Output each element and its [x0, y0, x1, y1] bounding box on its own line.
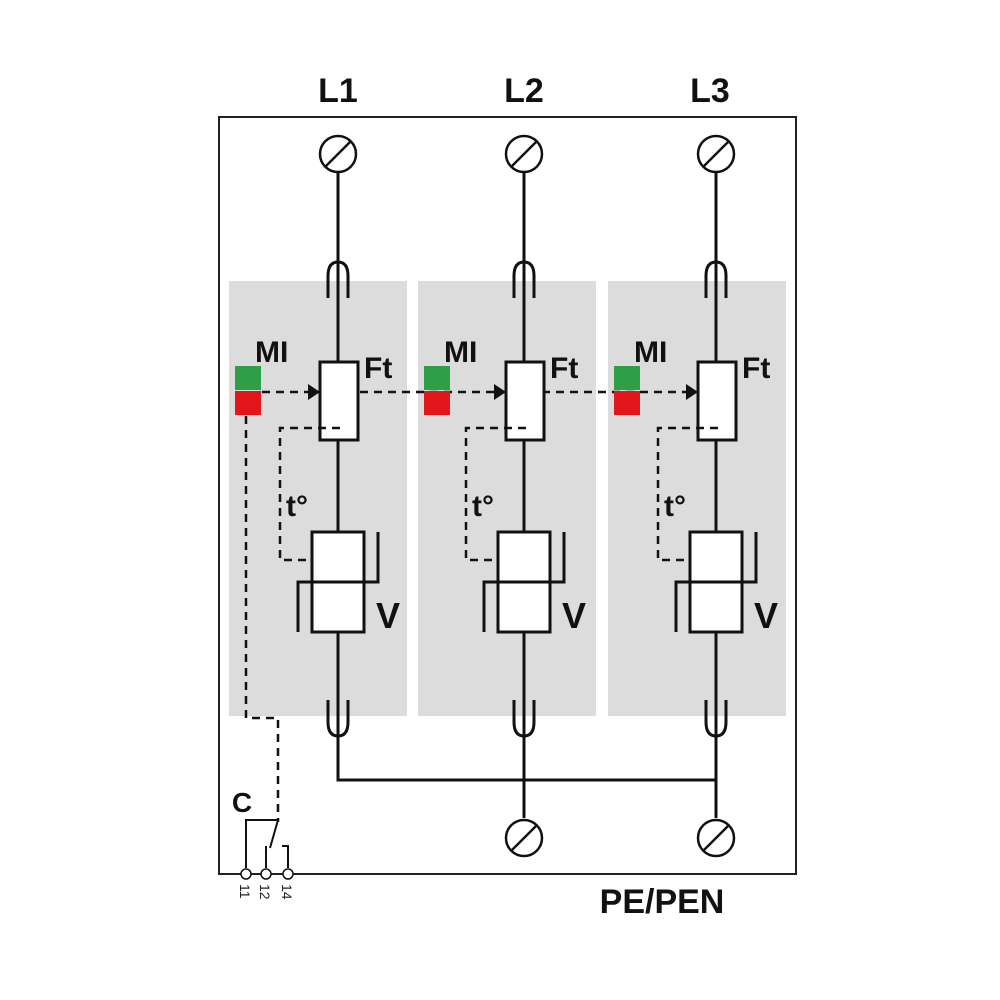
ground-bus — [336, 738, 716, 782]
thermal-label: t° — [286, 490, 308, 523]
thermal-link-dashed — [656, 426, 718, 562]
ground-label: PE/PEN — [600, 883, 725, 921]
module-bg-3 — [608, 281, 786, 716]
terminal-slash — [511, 141, 537, 167]
contact-pin-11: 11 — [237, 884, 253, 899]
device-housing — [218, 116, 797, 875]
ground-terminal-2 — [696, 818, 736, 858]
indicator-ok-square — [424, 366, 450, 390]
signal-contact-dashed — [244, 416, 280, 822]
fuse-label: Ft — [742, 352, 770, 385]
plug-contact-top — [326, 260, 350, 298]
thermal-link-dashed — [464, 426, 526, 562]
fuse-trigger-arrow-icon — [686, 384, 698, 400]
phase-label-l1: L1 — [318, 72, 358, 110]
thermal-label: t° — [472, 490, 494, 523]
module-bg-2 — [418, 281, 596, 716]
changeover-contact — [240, 819, 294, 880]
varistor-slash-icon — [296, 532, 380, 632]
varistor-label: V — [562, 595, 586, 636]
varistor-slash-icon — [482, 532, 566, 632]
terminal-slash — [703, 141, 729, 167]
fuse-trigger-arrow-icon — [494, 384, 506, 400]
contact-pin-12: 12 — [257, 884, 273, 900]
thermal-link-dashed — [278, 426, 340, 562]
contact-label: C — [232, 787, 252, 818]
plug-contact-top — [512, 260, 536, 298]
indicator-ok-square — [235, 366, 261, 390]
plug-contact-bottom — [326, 700, 350, 738]
varistor-label: V — [754, 595, 778, 636]
contact-pin-14: 14 — [279, 884, 295, 900]
plug-contact-bottom — [704, 700, 728, 738]
indicator-ok-square — [614, 366, 640, 390]
varistor-slash-icon — [674, 532, 758, 632]
indicator-fault-square — [424, 391, 450, 415]
terminal-slash — [325, 141, 351, 167]
module-bg-1 — [229, 281, 407, 716]
indicator-fault-square — [614, 391, 640, 415]
ground-terminal-1 — [504, 818, 544, 858]
phase-label-l2: L2 — [504, 72, 544, 110]
fuse-label: Ft — [364, 352, 392, 385]
phase-module-1: MI Ft t° V — [235, 134, 400, 740]
varistor-label: V — [376, 595, 400, 636]
protection-modules: MI Ft t° V MI Ft t° V MI Ft t° V — [235, 134, 778, 740]
indicator-fault-square — [235, 391, 261, 415]
thermal-label: t° — [664, 490, 686, 523]
indicator-label: MI — [255, 336, 288, 369]
phase-label-l3: L3 — [690, 72, 730, 110]
indicator-label: MI — [444, 336, 477, 369]
plug-contact-top — [704, 260, 728, 298]
fuse-label: Ft — [550, 352, 578, 385]
indicator-label: MI — [634, 336, 667, 369]
fuse-trigger-arrow-icon — [308, 384, 320, 400]
phase-module-2: MI Ft t° V — [424, 134, 586, 740]
plug-contact-bottom — [512, 700, 536, 738]
phase-module-3: MI Ft t° V — [614, 134, 778, 740]
